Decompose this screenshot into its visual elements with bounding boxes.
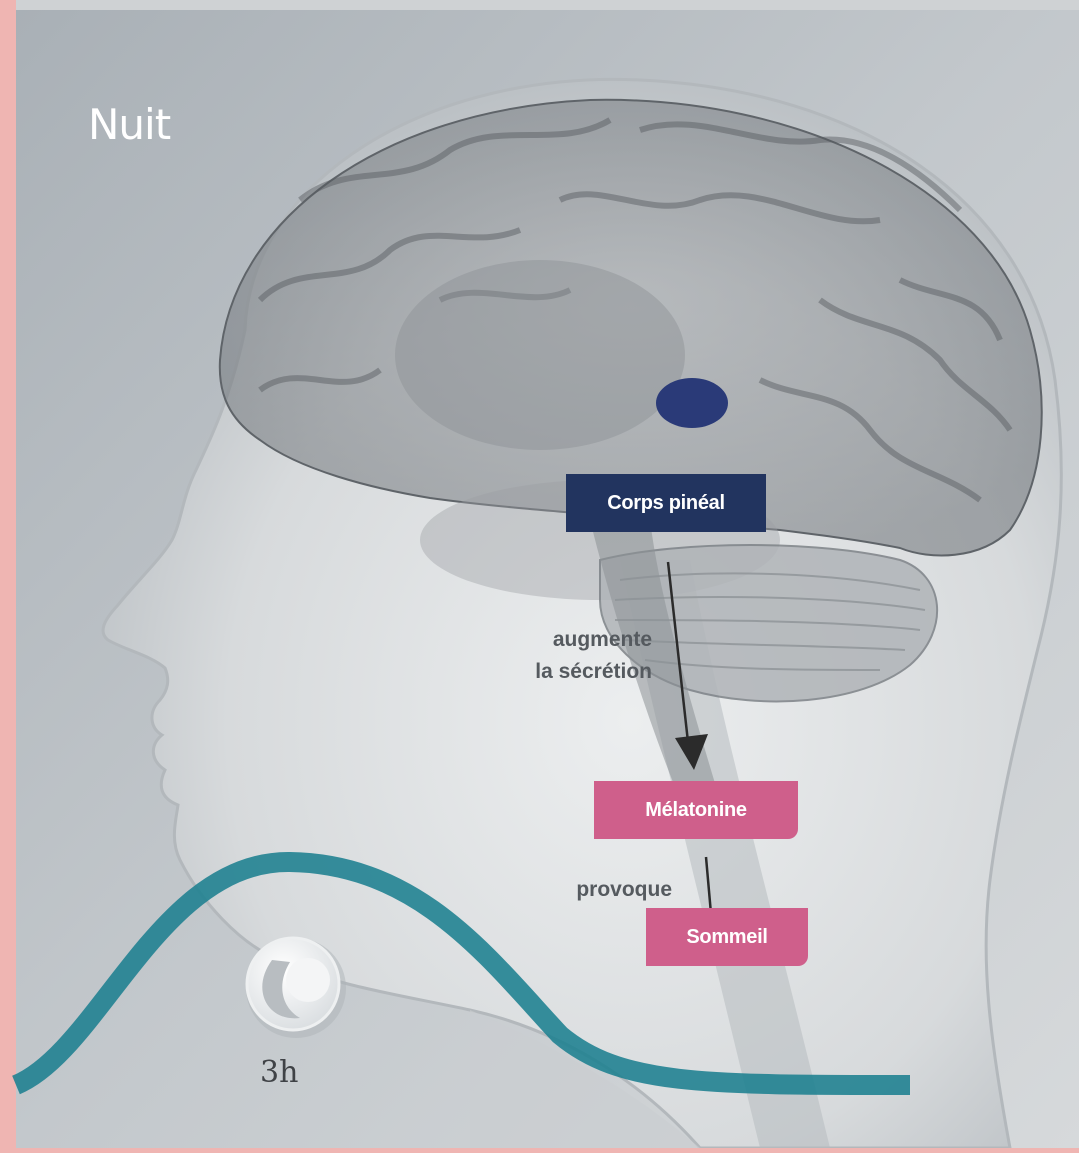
crescent-moon-icon — [246, 938, 346, 1038]
action-increase-line1: augmente — [470, 624, 652, 656]
melatonin-label: Mélatonine — [594, 781, 798, 839]
time-label: 3h — [260, 1055, 298, 1090]
action-increase-line2: la sécrétion — [470, 656, 652, 688]
action-cause: provoque — [500, 874, 672, 906]
pineal-gland — [656, 378, 728, 428]
sleep-label: Sommeil — [646, 908, 808, 966]
pineal-label: Corps pinéal — [566, 474, 766, 532]
thalamus-region — [395, 260, 685, 450]
panel-title: Nuit — [88, 100, 170, 149]
